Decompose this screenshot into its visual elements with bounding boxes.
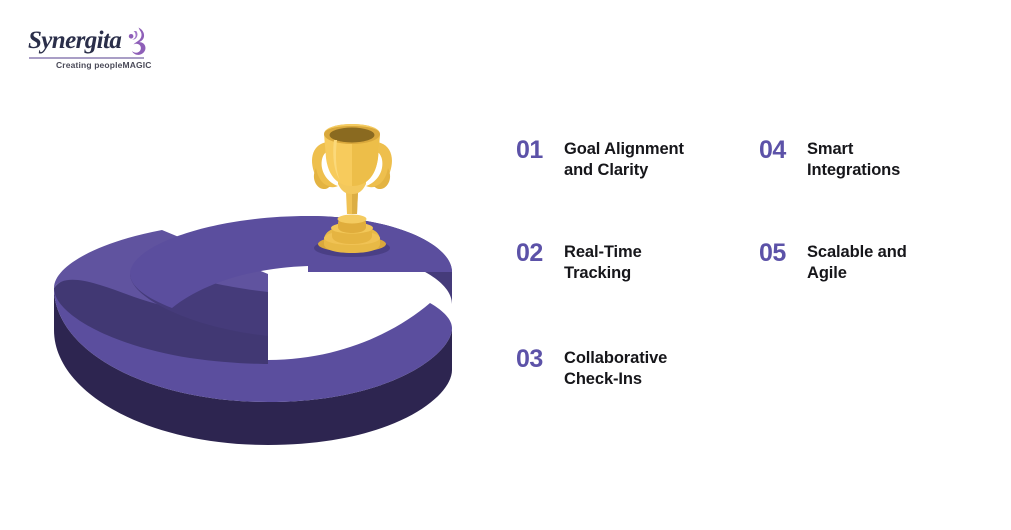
feature-title-03: Collaborative Check-Ins bbox=[564, 349, 668, 388]
feature-number-05: 05 bbox=[759, 239, 786, 267]
feature-title-02: Real-Time Tracking bbox=[564, 243, 642, 282]
spiral-staircase-graphic bbox=[40, 70, 480, 470]
feature-number-03: 03 bbox=[516, 345, 543, 373]
feature-item-03[interactable]: 03 Collaborative Check-Ins bbox=[516, 347, 667, 390]
feature-item-01[interactable]: 01 Goal Alignment and Clarity bbox=[516, 138, 684, 181]
feature-list: 01 Goal Alignment and Clarity 02 Real-Ti… bbox=[516, 138, 996, 408]
feature-number-02: 02 bbox=[516, 239, 543, 267]
feature-title-01: Goal Alignment and Clarity bbox=[564, 140, 684, 179]
swirl-icon bbox=[128, 27, 146, 55]
feature-item-02[interactable]: 02 Real-Time Tracking bbox=[516, 241, 642, 284]
feature-number-01: 01 bbox=[516, 136, 543, 164]
logo-wordmark: Synergita bbox=[28, 27, 122, 54]
brand-logo[interactable]: Synergita Creating peopleMAGIC bbox=[28, 26, 151, 74]
tier-bottom bbox=[54, 287, 452, 445]
feature-title-04: Smart Integrations bbox=[807, 140, 901, 179]
logo-tagline: Creating peopleMAGIC bbox=[56, 60, 152, 70]
feature-number-04: 04 bbox=[759, 136, 786, 164]
trophy-icon bbox=[312, 124, 392, 257]
feature-item-04[interactable]: 04 Smart Integrations bbox=[759, 138, 900, 181]
feature-item-05[interactable]: 05 Scalable and Agile bbox=[759, 241, 907, 284]
spiral-staircase-svg bbox=[40, 70, 480, 470]
logo-divider bbox=[29, 57, 144, 59]
feature-title-05: Scalable and Agile bbox=[807, 243, 907, 282]
